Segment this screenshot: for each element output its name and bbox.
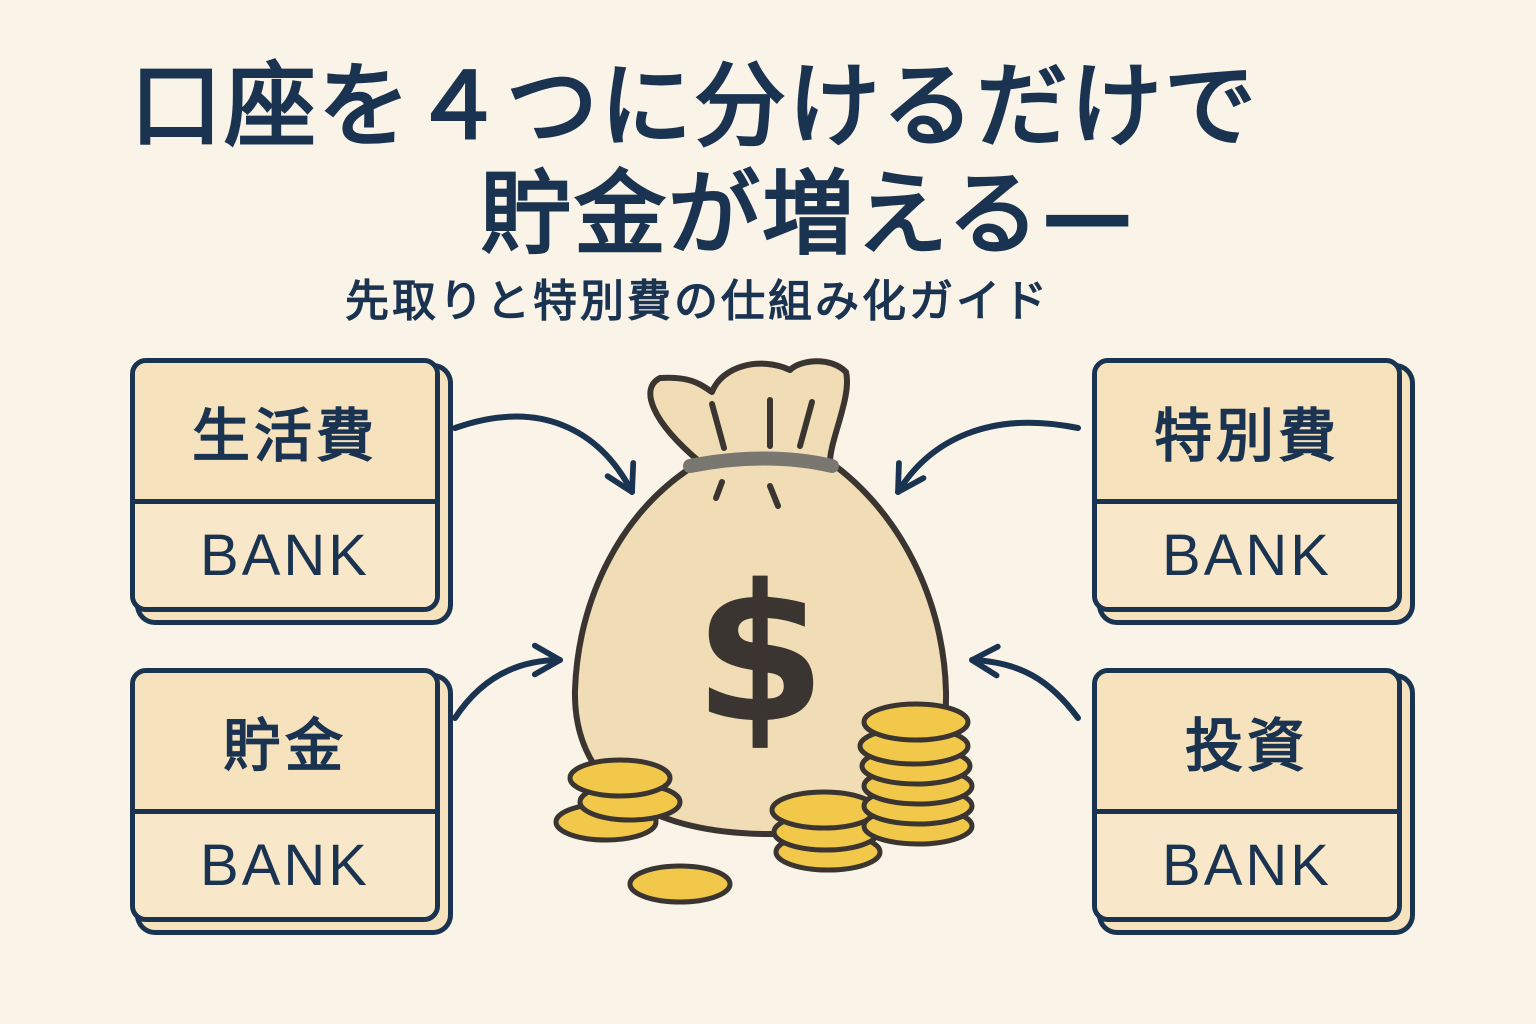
bank-card: 貯金 BANK [130,668,440,922]
arrow-icon [969,643,1081,721]
account-label: 生活費 [191,402,378,470]
account-label: 貯金 [222,712,347,780]
bank-label: BANK [1162,833,1332,898]
bank-card: 特別費 BANK [1092,358,1402,612]
arrow-icon [895,419,1081,495]
arrow-icon [452,642,563,721]
subtitle: 先取りと特別費の仕組み化ガイド [345,276,1050,327]
account-investment: 投資 BANK [1092,668,1410,930]
title-line-2: 貯金が増える— [480,161,1136,268]
account-label: 特別費 [1153,402,1340,470]
account-special-expenses: 特別費 BANK [1092,358,1410,620]
account-savings: 貯金 BANK [130,668,448,930]
arrow-icon [452,413,637,495]
money-bag-icon [571,358,950,838]
bank-label: BANK [200,523,370,588]
title-line-1: 口座を４つに分けるだけで [130,53,1259,160]
bank-card: 投資 BANK [1092,668,1402,922]
dollar-sign-icon: $ [694,544,826,765]
bank-label: BANK [200,833,370,898]
coin-stack-icon [553,701,975,905]
account-label: 投資 [1184,712,1309,780]
bank-card: 生活費 BANK [130,358,440,612]
account-living-expenses: 生活費 BANK [130,358,448,620]
bank-label: BANK [1162,523,1332,588]
